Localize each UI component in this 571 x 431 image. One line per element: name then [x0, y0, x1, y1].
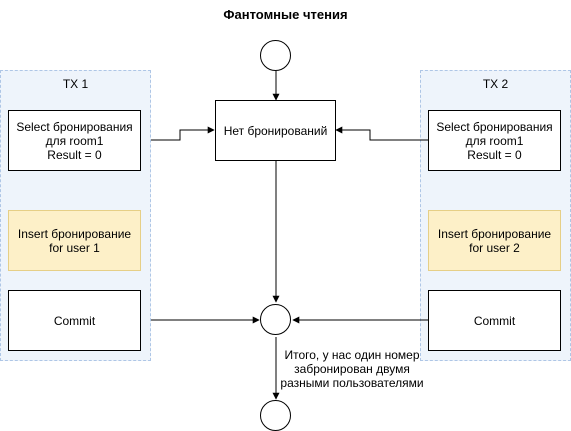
tx2-insert-box: Insert бронирование for user 2 — [428, 210, 561, 271]
tx1-insert-box: Insert бронирование for user 1 — [8, 210, 141, 271]
start-node — [260, 40, 291, 71]
diagram-title: Фантомные чтения — [223, 7, 348, 22]
tx2-select-box: Select бронирования для room1 Result = 0 — [428, 110, 561, 171]
edge-tx1-select-to-center — [151, 126, 215, 141]
tx1-select-box: Select бронирования для room1 Result = 0 — [8, 110, 141, 171]
tx1-lane-label: TX 1 — [62, 77, 89, 91]
tx1-commit-box: Commit — [8, 290, 141, 351]
end-node — [260, 400, 291, 431]
edge-tx2-select-to-center — [335, 126, 428, 141]
no-bookings-box: Нет бронирований — [215, 100, 336, 161]
tx2-lane-label: TX 2 — [482, 77, 509, 91]
tx2-commit-box: Commit — [428, 290, 561, 351]
result-note: Итого, у нас один номер забронирован дву… — [280, 348, 424, 390]
merge-node — [260, 304, 291, 335]
